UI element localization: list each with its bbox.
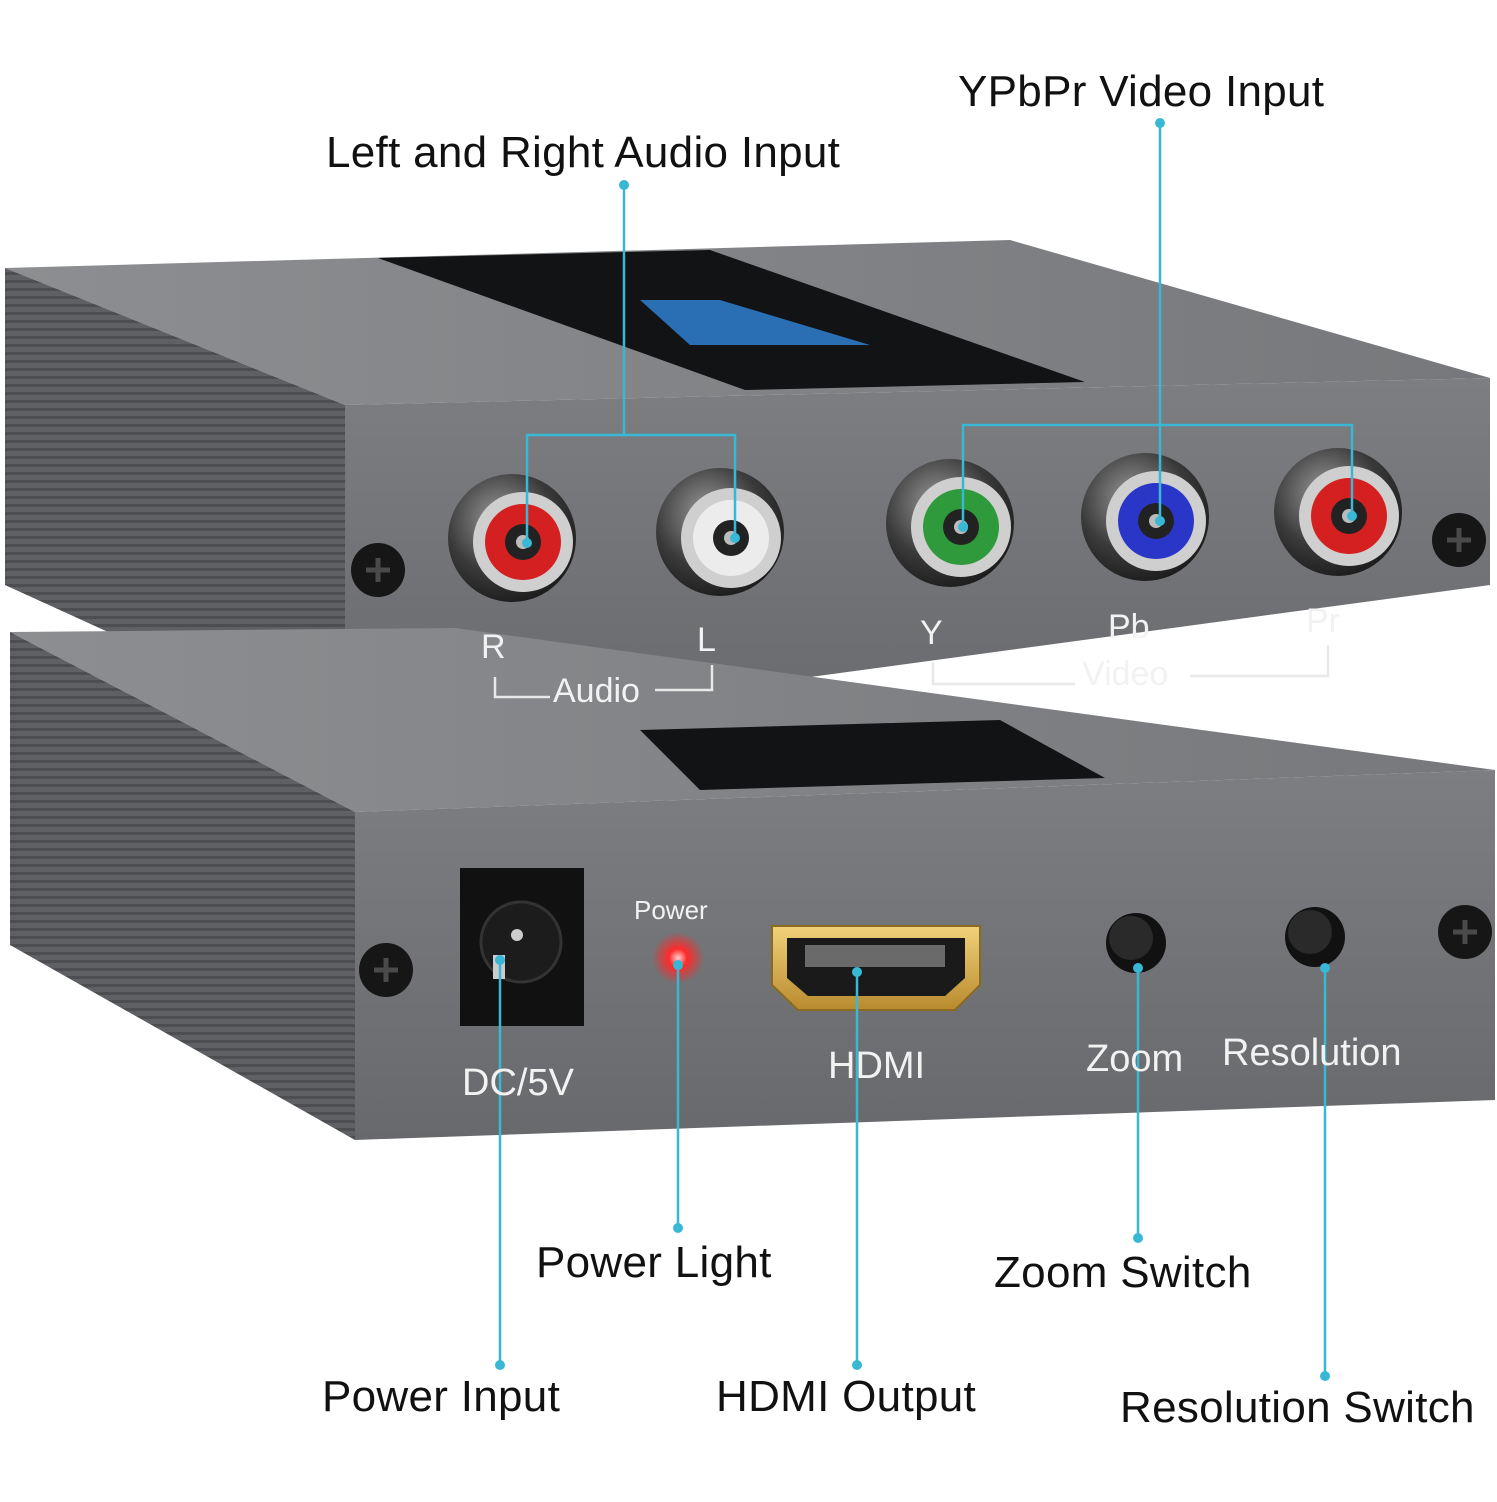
callout-resolution-switch: Resolution Switch: [1120, 1383, 1475, 1432]
label-audio-l: L: [697, 621, 716, 659]
power-led-icon: [652, 932, 704, 984]
screw-icon: [1432, 513, 1486, 567]
label-video-group: Video: [1082, 655, 1169, 693]
label-dc-5v: DC/5V: [462, 1062, 574, 1104]
callout-ypbpr-video: YPbPr Video Input: [958, 67, 1325, 116]
rca-jack-video-pb: [1081, 453, 1209, 581]
zoom-button: [1106, 913, 1166, 973]
video-bracket: [931, 645, 1330, 686]
screw-icon: [1438, 905, 1492, 959]
label-video-pr: Pr: [1306, 602, 1340, 640]
rca-jack-audio-right: [448, 474, 576, 602]
rca-jack-video-y: [886, 459, 1014, 587]
leader-dots: [495, 118, 1357, 1381]
callout-zoom-switch: Zoom Switch: [994, 1248, 1252, 1297]
bottom-unit-label-band: [640, 720, 1105, 790]
callout-power-input: Power Input: [322, 1372, 561, 1421]
leader-lines: [498, 123, 1354, 1376]
callout-left-right-audio: Left and Right Audio Input: [326, 128, 841, 177]
audio-bracket: [493, 665, 714, 699]
top-unit-fins: [5, 268, 345, 740]
rca-jack-audio-left: [656, 468, 784, 596]
label-resolution: Resolution: [1222, 1032, 1402, 1074]
label-hdmi: HDMI: [828, 1045, 926, 1087]
screw-icon: [359, 943, 413, 997]
resolution-button: [1285, 907, 1345, 967]
rca-jack-video-pr: [1274, 448, 1402, 576]
bottom-unit-lid: [10, 628, 1495, 812]
dc-jack: [460, 868, 584, 1026]
label-video-y: Y: [920, 614, 943, 652]
label-video-pb: Pb: [1108, 608, 1150, 646]
callout-hdmi-output: HDMI Output: [716, 1372, 977, 1421]
top-unit-blue-strip: [640, 300, 870, 345]
label-zoom: Zoom: [1086, 1038, 1184, 1080]
label-audio-r: R: [481, 628, 506, 666]
label-power: Power: [634, 895, 708, 925]
hdmi-port: [771, 925, 981, 1011]
bottom-unit-fins: [10, 632, 355, 1140]
callout-power-light: Power Light: [536, 1238, 772, 1287]
screw-icon: [351, 543, 405, 597]
label-audio-group: Audio: [553, 672, 640, 710]
